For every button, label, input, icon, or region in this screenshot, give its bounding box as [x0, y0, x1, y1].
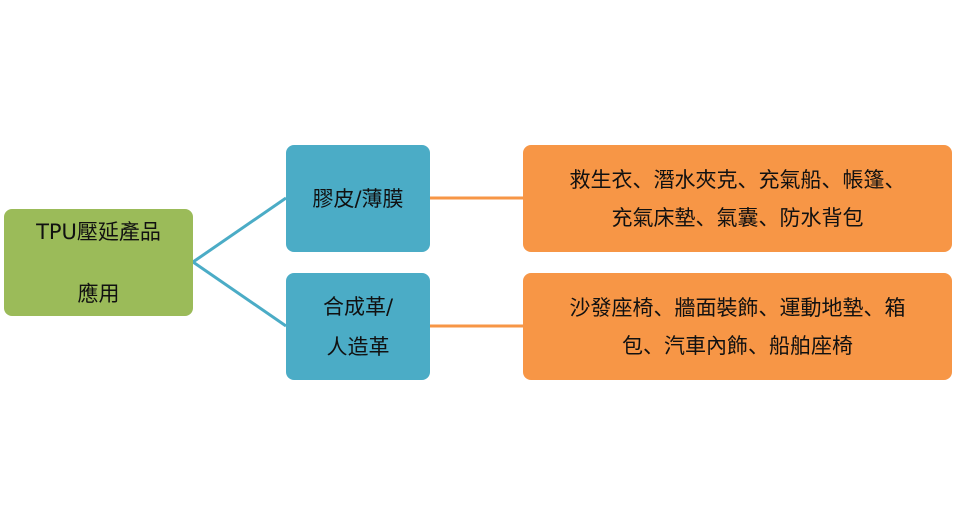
application-node-film: 救生衣、潛水夾克、充氣船、帳篷、 充氣床墊、氣囊、防水背包: [523, 145, 952, 252]
branch-line-upper: [192, 196, 287, 264]
application-node-leather: 沙發座椅、牆面裝飾、運動地墊、箱 包、汽車內飾、船舶座椅: [523, 273, 952, 380]
root-node: TPU壓延產品 應用: [4, 209, 193, 316]
category-node-leather: 合成革/ 人造革: [286, 273, 430, 380]
category-label: 膠皮/薄膜: [312, 186, 404, 211]
application-text-line1: 救生衣、潛水夾克、充氣船、帳篷、: [569, 167, 906, 192]
category-node-film: 膠皮/薄膜: [286, 145, 430, 252]
application-text-line2: 充氣床墊、氣囊、防水背包: [611, 205, 864, 230]
category-label-line1: 合成革/: [322, 294, 394, 319]
branch-line-lower: [192, 260, 287, 328]
application-text-line1: 沙發座椅、牆面裝飾、運動地墊、箱: [569, 295, 906, 320]
root-label-line2: 應用: [77, 281, 120, 306]
category-label-line2: 人造革: [326, 334, 390, 359]
root-label-line1: TPU壓延產品: [36, 219, 161, 244]
application-text-line2: 包、汽車內飾、船舶座椅: [622, 333, 853, 358]
